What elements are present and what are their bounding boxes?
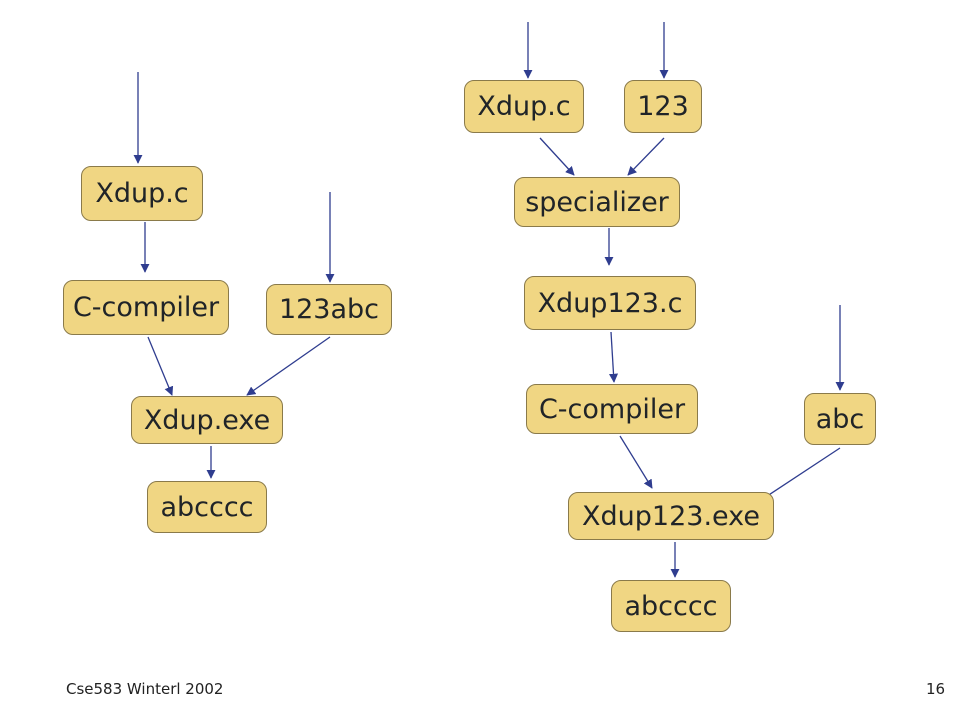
specialized-source-node: Xdup123.c	[524, 276, 696, 330]
left-executable-node: Xdup.exe	[131, 396, 283, 444]
left-compiler-node: C-compiler	[63, 280, 229, 335]
arrow-right-source-to-specializer	[539, 137, 575, 176]
right-executable-node: Xdup123.exe	[568, 492, 774, 540]
arrow-left-input-to-exe	[246, 336, 331, 396]
right-compiler-node: C-compiler	[526, 384, 698, 434]
left-source-node: Xdup.c	[81, 166, 203, 221]
right-output-node: abcccc	[611, 580, 731, 632]
specializer-node: specializer	[514, 177, 680, 227]
arrow-right-compiler-to-exe	[619, 435, 653, 489]
right-source-node: Xdup.c	[464, 80, 584, 133]
page-number: 16	[926, 680, 946, 698]
left-output-node: abcccc	[147, 481, 267, 533]
right-input-node: abc	[804, 393, 876, 445]
arrow-left-compiler-to-exe	[147, 336, 174, 396]
right-static-input-node: 123	[624, 80, 702, 133]
arrow-right-static-to-specializer	[627, 137, 665, 176]
left-input-node: 123abc	[266, 284, 392, 335]
footer-course: Cse583 Winterl 2002	[66, 680, 224, 698]
arrow-specialized-source-to-compiler	[608, 331, 619, 383]
